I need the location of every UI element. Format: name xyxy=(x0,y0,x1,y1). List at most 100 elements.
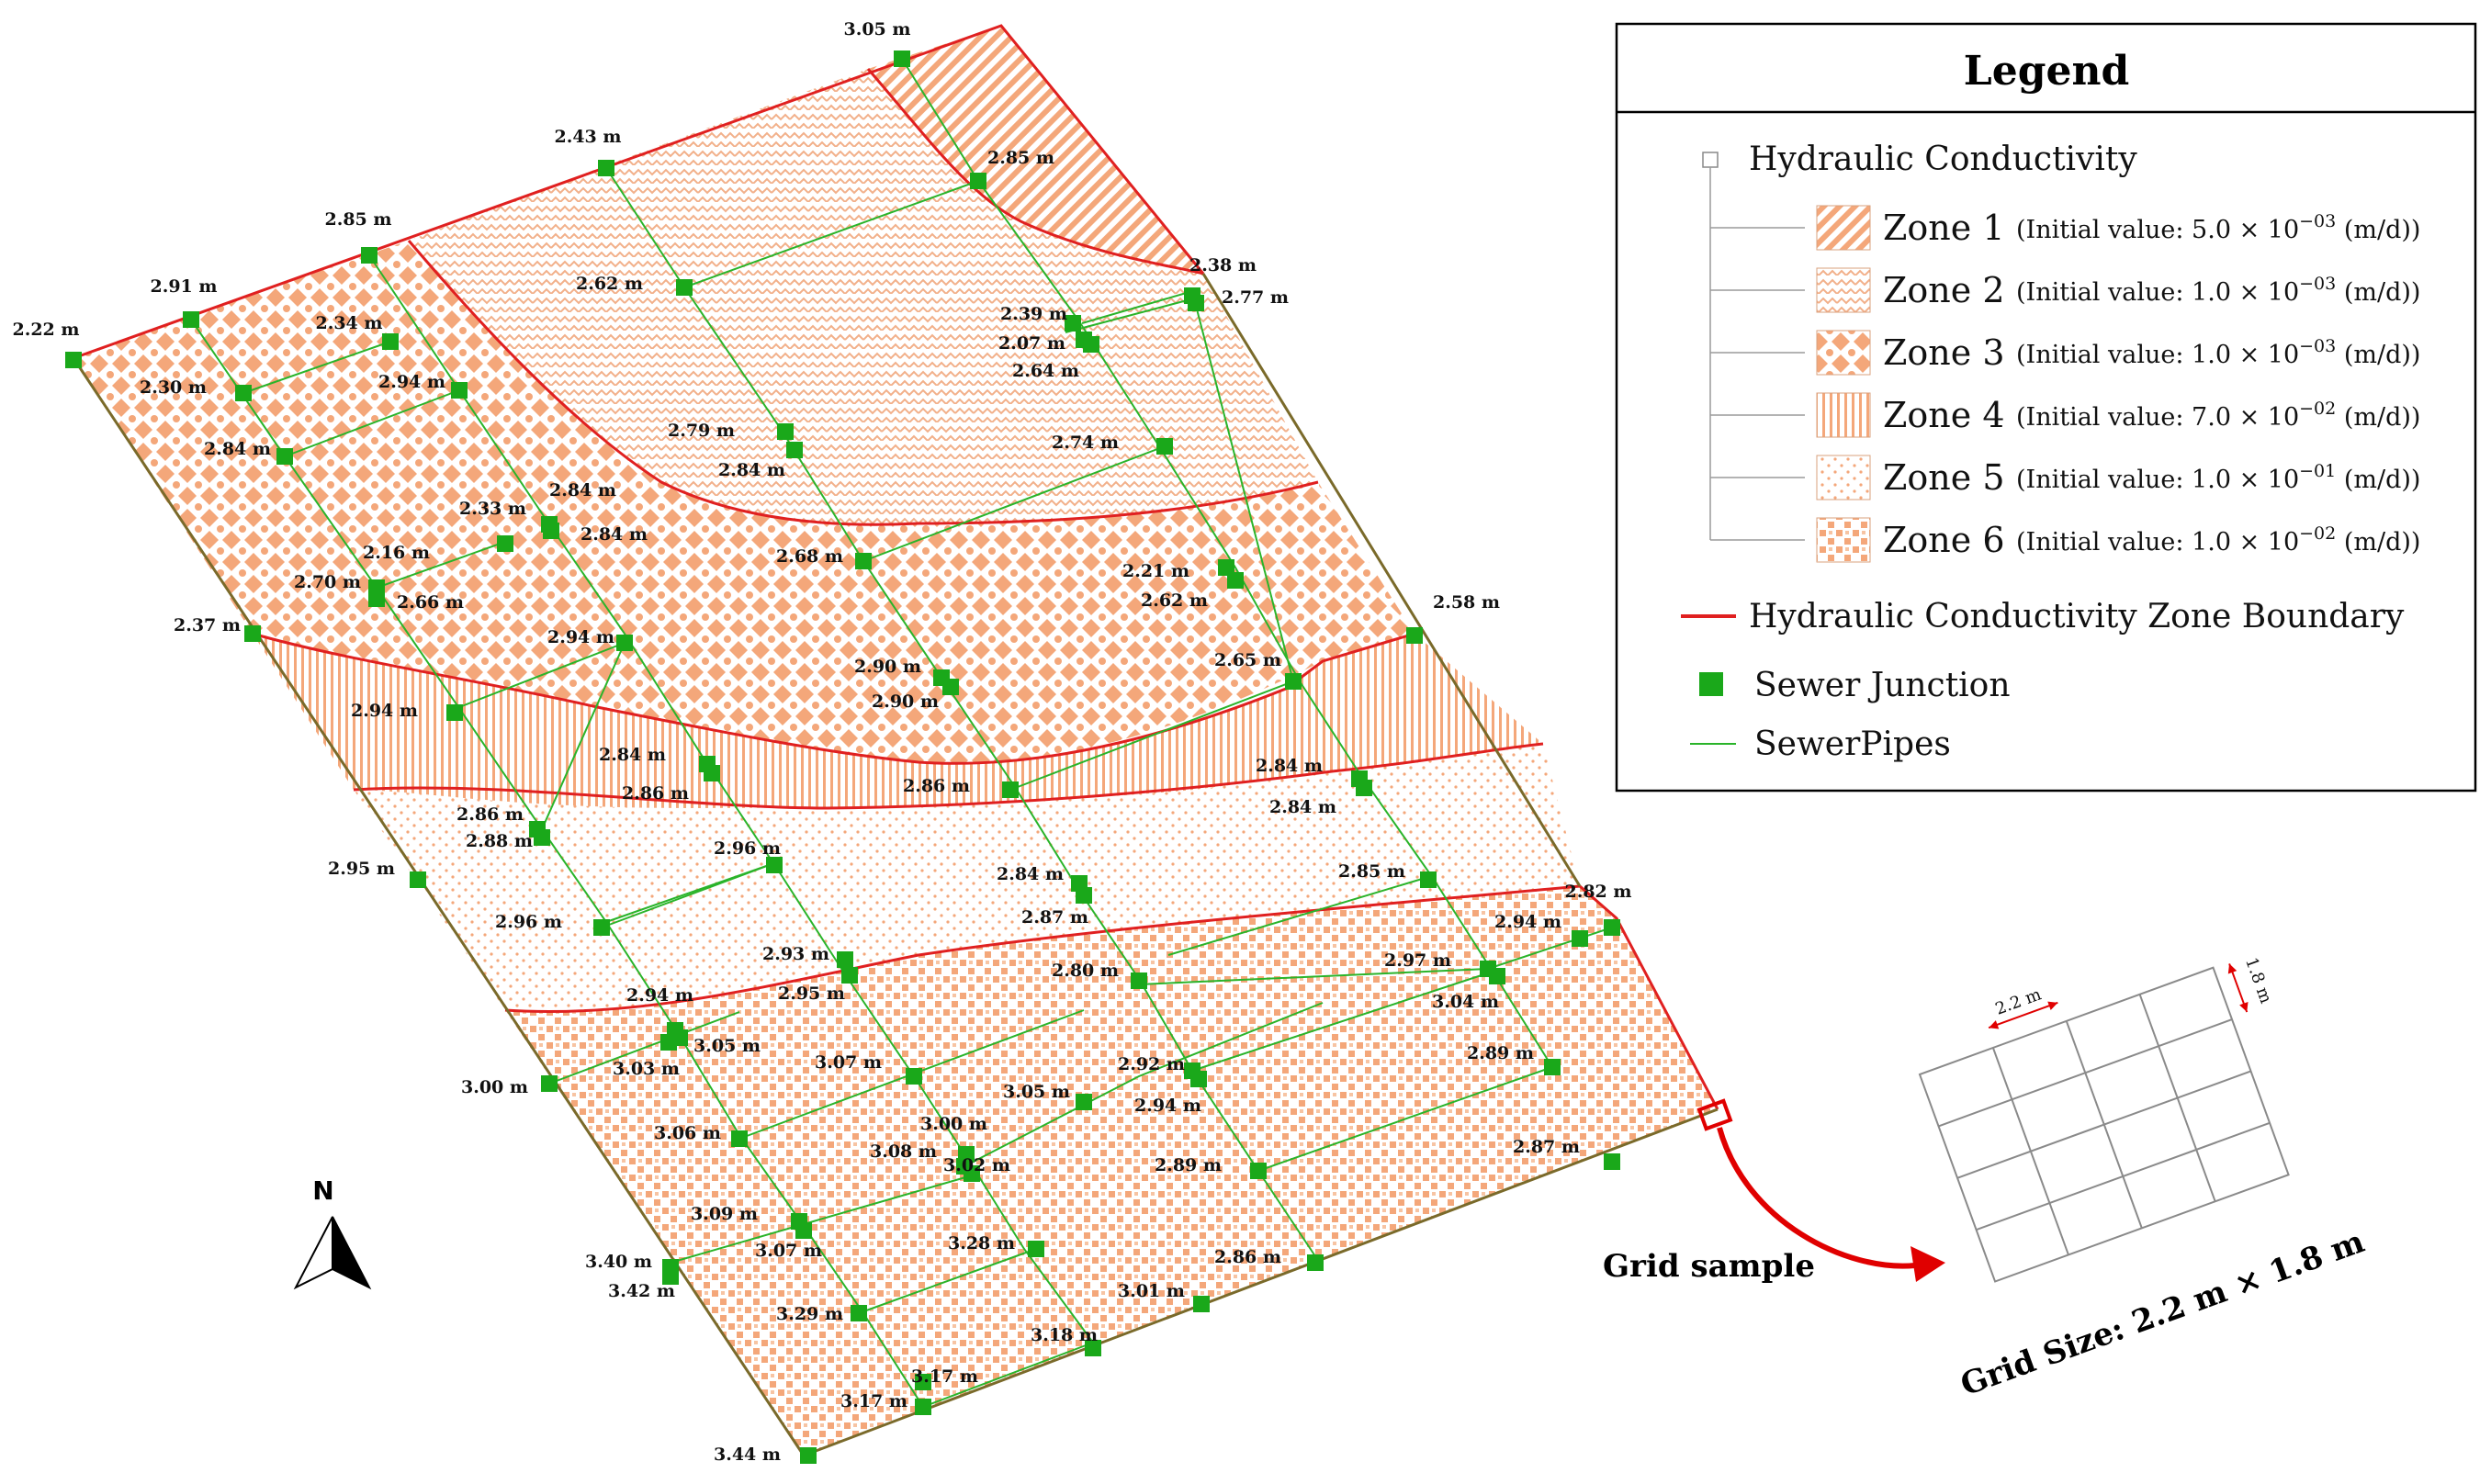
sewer-junction xyxy=(1083,336,1099,353)
junction-elevation-label: 2.66 m xyxy=(397,592,464,613)
grid-dimension-height: 1.8 m xyxy=(2227,955,2275,1013)
sewer-junction xyxy=(1218,559,1234,576)
junction-elevation-label: 2.85 m xyxy=(325,209,392,230)
junction-elevation-label: 2.39 m xyxy=(1000,304,1067,324)
junction-elevation-label: 2.84 m xyxy=(1269,797,1336,817)
sewer-junction xyxy=(1227,572,1244,589)
junction-elevation-label: 3.44 m xyxy=(714,1445,781,1465)
sewer-junction xyxy=(446,704,463,721)
sewer-pipe xyxy=(1081,291,1190,324)
sewer-junction xyxy=(368,590,385,607)
junction-elevation-label: 2.94 m xyxy=(351,701,418,721)
boundary-southeast-edge xyxy=(1579,884,1719,1110)
sewer-junction xyxy=(361,247,378,264)
zone4-area xyxy=(253,634,1543,808)
junction-elevation-label: 2.79 m xyxy=(668,421,735,441)
junction-elevation-label: 2.34 m xyxy=(316,313,383,333)
junction-elevation-label: 2.92 m xyxy=(1118,1054,1185,1074)
sewer-junction xyxy=(1131,972,1147,989)
junction-elevation-label: 2.94 m xyxy=(547,627,614,647)
sewer-junction xyxy=(964,1165,980,1182)
junction-elevation-label: 2.93 m xyxy=(762,944,829,964)
junction-elevation-label: 2.96 m xyxy=(714,838,781,859)
grid-dimension-width: 2.2 m xyxy=(1988,984,2058,1029)
legend-pipe-label: SewerPipes xyxy=(1754,725,1951,763)
junction-elevation-label: 2.74 m xyxy=(1052,433,1119,453)
junction-elevation-label: 3.17 m xyxy=(840,1391,907,1411)
junction-elevation-label: 3.08 m xyxy=(870,1141,937,1162)
junction-elevation-label: 2.86 m xyxy=(903,776,970,796)
junction-elevation-label: 2.37 m xyxy=(174,615,241,635)
sewer-pipe xyxy=(541,642,626,830)
sewer-junction xyxy=(766,857,783,873)
sewer-junction xyxy=(598,160,614,176)
tree-root-icon xyxy=(1702,152,1719,168)
north-arrow-icon: N xyxy=(293,1175,372,1290)
junction-elevation-label: 2.86 m xyxy=(456,804,524,825)
junction-elevation-label: 2.86 m xyxy=(622,783,689,804)
junction-elevation-label: 3.18 m xyxy=(1031,1325,1098,1345)
sewer-pipe xyxy=(858,1248,1037,1314)
sewer-junction xyxy=(1406,627,1423,644)
sewer-pipe xyxy=(1191,971,1493,1072)
junction-elevation-label: 3.05 m xyxy=(1003,1082,1070,1102)
junction-elevation-label: 2.84 m xyxy=(549,480,616,500)
junction-elevation-label: 2.80 m xyxy=(1052,961,1119,981)
junction-elevation-label: 3.00 m xyxy=(461,1077,528,1097)
sewer-junction xyxy=(65,352,82,368)
sewer-junction xyxy=(593,919,610,936)
junction-elevation-label: 2.91 m xyxy=(151,276,218,297)
zone1-area xyxy=(868,26,1203,274)
zone6-area xyxy=(505,886,1718,1456)
junction-elevation-label: 2.89 m xyxy=(1467,1043,1534,1063)
sewer-junction xyxy=(1420,871,1437,888)
junction-elevation-label: 3.07 m xyxy=(815,1052,882,1073)
junction-elevation-label: 3.05 m xyxy=(844,19,911,39)
junction-elevation-label: 2.07 m xyxy=(998,333,1065,354)
junction-elevation-label: 3.28 m xyxy=(948,1233,1015,1254)
sewer-junction xyxy=(906,1068,922,1085)
site-edge-east xyxy=(1201,273,1582,887)
zone5-area xyxy=(354,744,1580,1012)
legend-zone-value: (Initial value: 5.0 × 10−03 (m/d)) xyxy=(2016,211,2420,244)
legend-zone-list: Zone 1(Initial value: 5.0 × 10−03 (m/d))… xyxy=(1710,205,2420,563)
junction-elevation-label: 3.02 m xyxy=(943,1155,1010,1175)
sewer-junction xyxy=(851,1305,867,1321)
sewer-junction xyxy=(1604,919,1620,936)
sewer-junction xyxy=(786,442,803,458)
junction-elevation-label: 3.17 m xyxy=(911,1366,978,1387)
sewer-junction xyxy=(855,553,872,569)
sewer-junction xyxy=(183,311,199,328)
zone2-area xyxy=(409,69,1318,525)
sewer-junction xyxy=(497,535,513,552)
junction-elevation-label: 2.97 m xyxy=(1384,950,1451,971)
sewer-pipe xyxy=(368,254,1094,1343)
sewer-pipe xyxy=(1009,680,1294,791)
legend-zone-swatch xyxy=(1816,267,1871,313)
junction-elevation-label: 2.95 m xyxy=(778,984,845,1004)
junction-elevation-label: 2.90 m xyxy=(854,657,921,677)
junction-elevation-label: 3.01 m xyxy=(1118,1281,1185,1301)
sewer-junction xyxy=(1193,1296,1210,1312)
sewer-junction xyxy=(534,829,550,846)
junction-elevation-label: 2.65 m xyxy=(1214,650,1281,670)
grid-size-caption: Grid Size: 2.2 m × 1.8 m xyxy=(1956,1223,2369,1403)
junction-elevation-label: 2.95 m xyxy=(328,859,395,879)
north-label: N xyxy=(312,1175,333,1206)
junction-elevation-label: 3.09 m xyxy=(691,1204,758,1224)
sewer-junction xyxy=(1356,780,1372,796)
sewer-junction xyxy=(676,279,693,296)
sewer-junction xyxy=(410,871,426,888)
legend-zone-value: (Initial value: 1.0 × 10−01 (m/d)) xyxy=(2016,461,2420,494)
boundary-north-edge xyxy=(73,24,1205,360)
grid-height-label: 1.8 m xyxy=(2241,955,2275,1006)
sewer-junction xyxy=(1604,1153,1620,1170)
sewer-junction xyxy=(543,523,559,539)
legend-box: Legend Hydraulic Conductivity Zone 1(Ini… xyxy=(1615,22,2477,793)
sewer-junction xyxy=(1156,438,1173,455)
junction-elevation-label: 2.68 m xyxy=(776,546,843,567)
sewer-junction xyxy=(1028,1241,1044,1257)
sewer-pipe xyxy=(862,445,1166,562)
junction-elevation-label: 2.38 m xyxy=(1189,255,1257,275)
